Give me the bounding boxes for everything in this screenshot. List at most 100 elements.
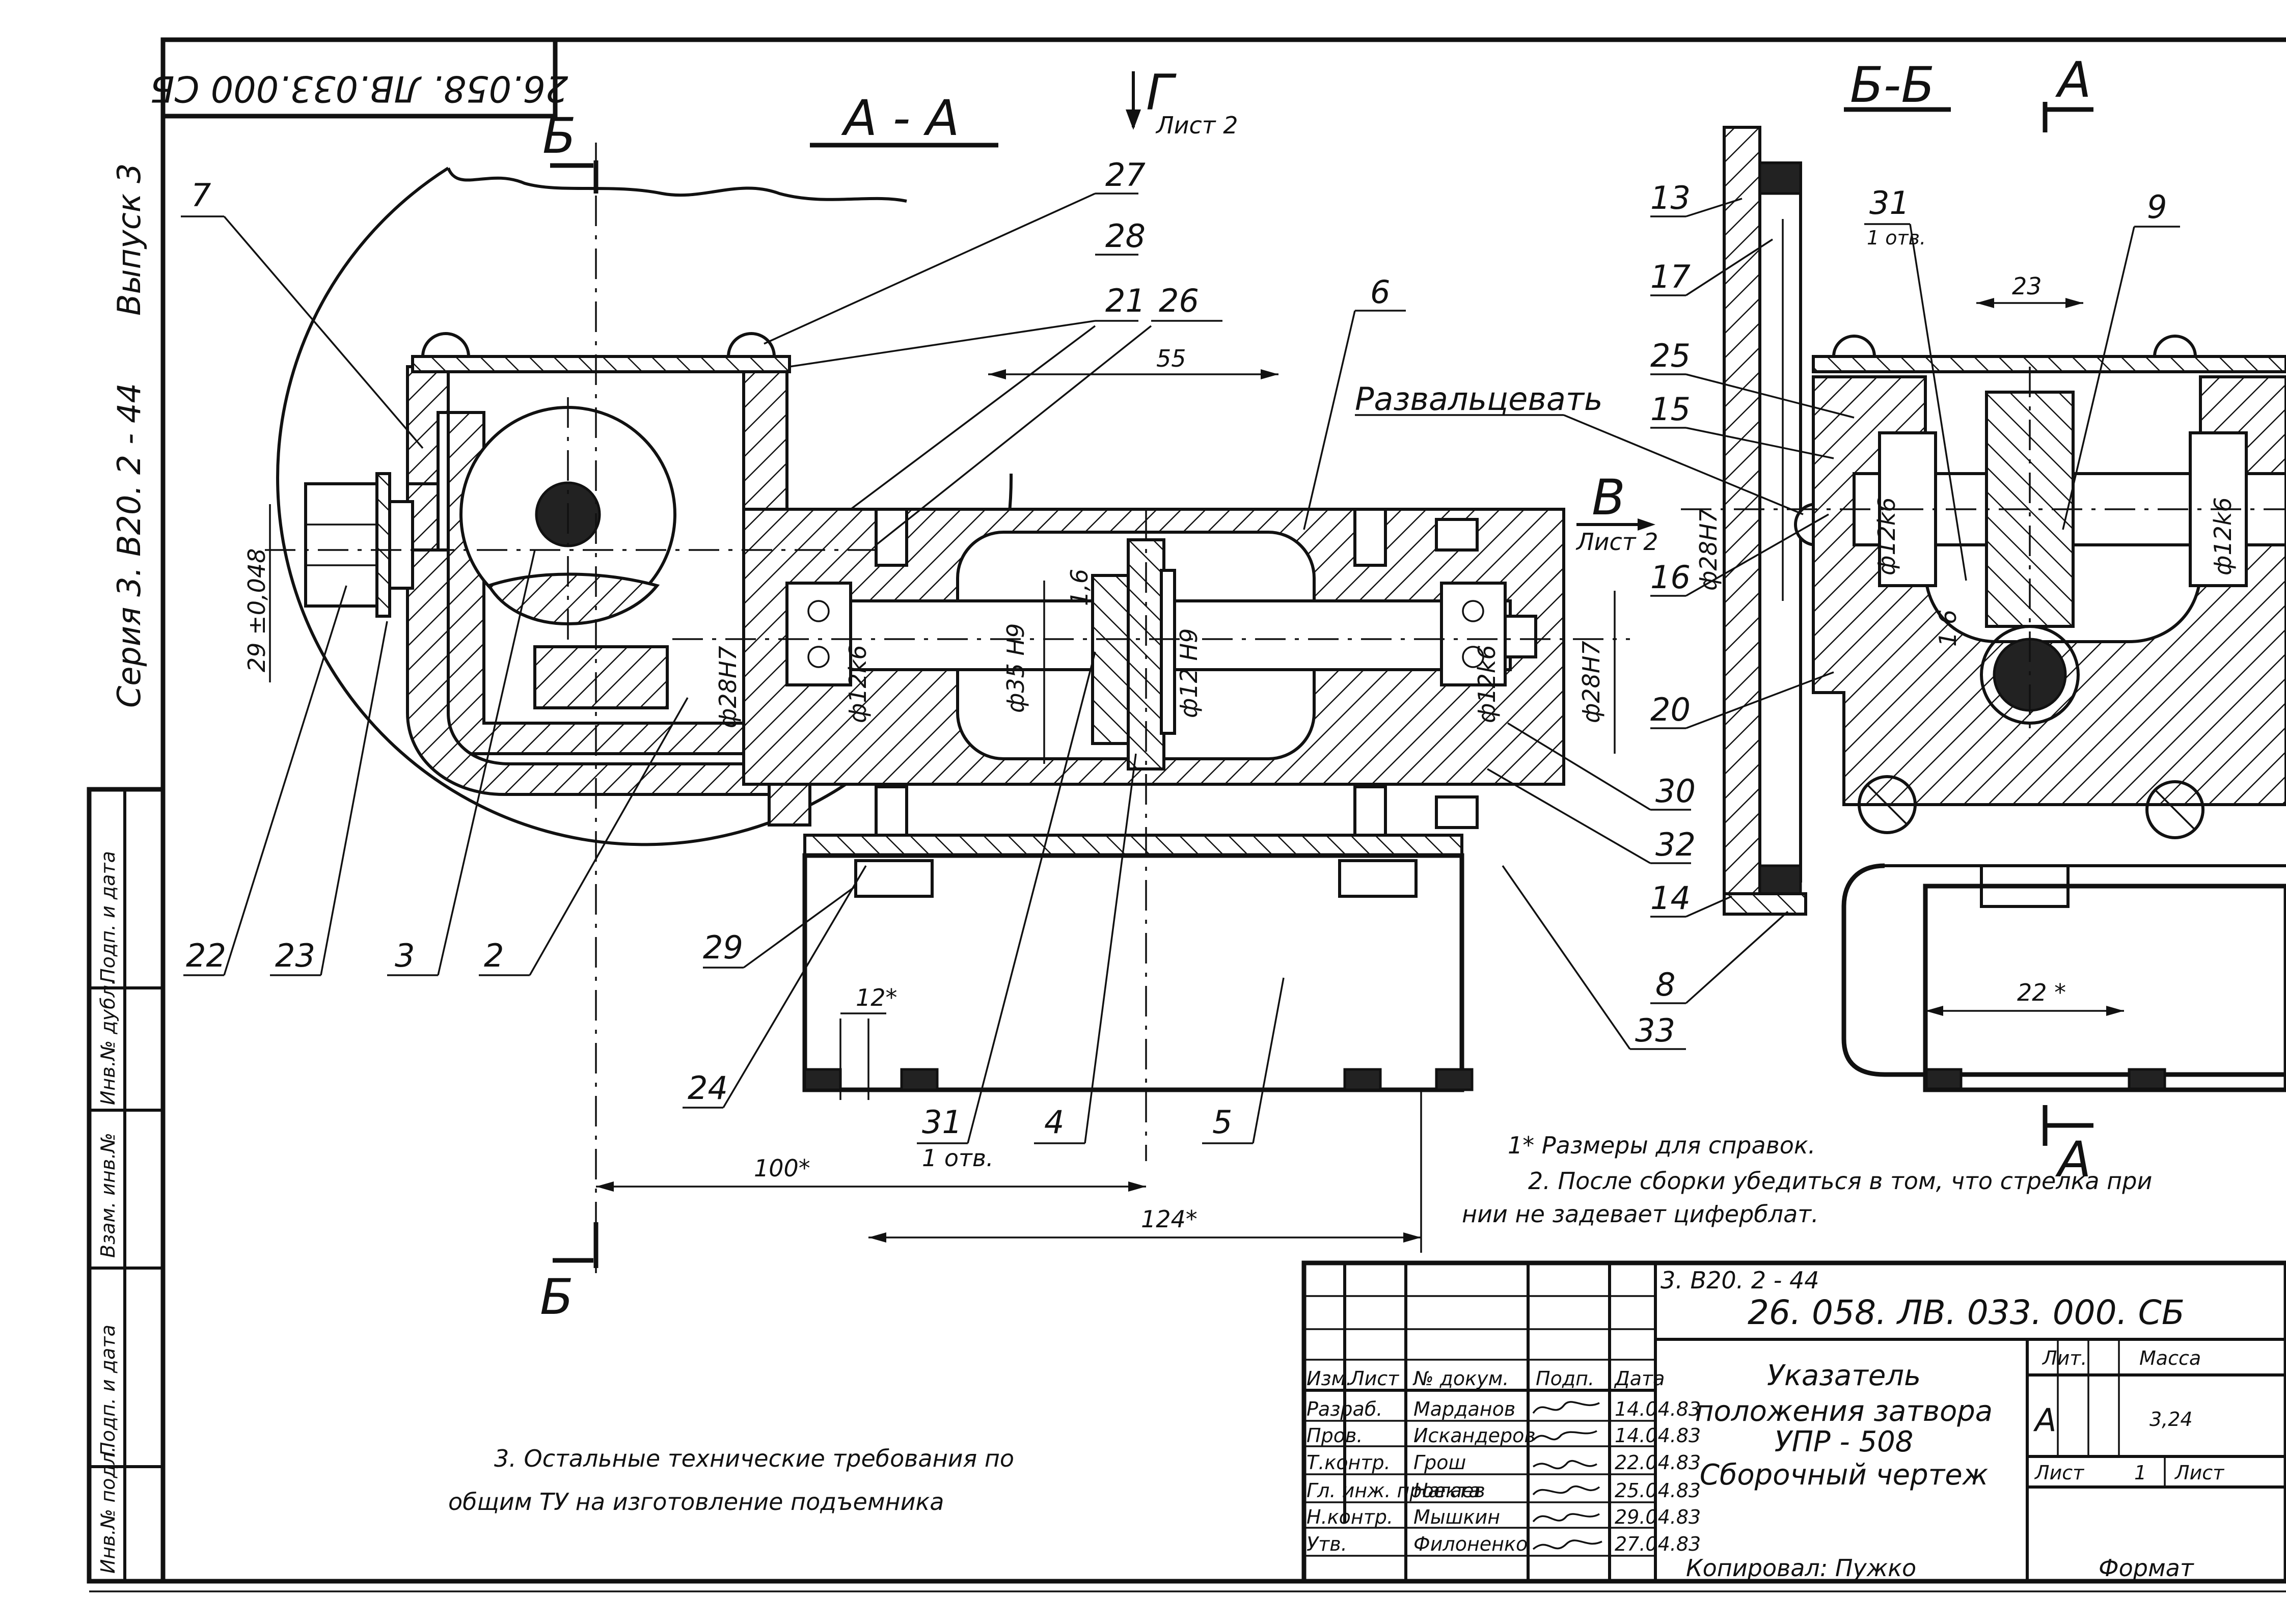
tb-h-date: Дата — [1614, 1367, 1665, 1390]
tb-series-code: 3. В20. 2 - 44 — [1661, 1267, 1819, 1294]
callout-21: 21 — [1105, 282, 1146, 319]
tb-h-list: Лист — [1349, 1367, 1400, 1390]
section-a-mark-bottom: А — [2055, 1131, 2091, 1188]
callout-28: 28 — [1105, 217, 1146, 255]
tb-title-4: Сборочный чертеж — [1700, 1458, 1988, 1492]
tb-sheet-value: 1 — [2134, 1462, 2146, 1484]
callout-27: 27 — [1105, 156, 1146, 194]
side-col-2: Подп. и дата — [97, 1325, 119, 1456]
tb-mass-label: Масса — [2139, 1347, 2201, 1369]
note-2b: нии не задевает циферблат. — [1462, 1200, 1819, 1228]
tb-name-4: Мышкин — [1413, 1506, 1500, 1528]
section-g-ref: Лист 2 — [1155, 112, 1238, 139]
tb-title-2: положения затвора — [1695, 1395, 1993, 1428]
callout-8: 8 — [1655, 966, 1675, 1003]
issue-label: Выпуск 3 — [111, 163, 148, 316]
tb-h-sign: Подп. — [1536, 1367, 1594, 1390]
section-aa-title: А - А — [840, 90, 959, 147]
tb-title-3: УПР - 508 — [1775, 1425, 1914, 1458]
callout-14: 14 — [1650, 879, 1691, 917]
side-col-3: Взам. инв.№ — [97, 1133, 119, 1258]
stamp-top-text: 26.058. ЛВ.033.000 СБ — [150, 68, 568, 109]
callout-25: 25 — [1650, 337, 1691, 374]
callout-16: 16 — [1650, 559, 1691, 596]
callout-30: 30 — [1655, 773, 1696, 810]
dim-29: 29 ±0,048 — [243, 548, 270, 672]
tb-name-2: Грош — [1413, 1451, 1466, 1474]
callout-33: 33 — [1635, 1012, 1675, 1049]
tb-role-2: Т.контр. — [1307, 1451, 1391, 1474]
note-3b: общим ТУ на изготовление подъемника — [448, 1488, 944, 1516]
tb-date-0: 14.04.83 — [1615, 1398, 1701, 1420]
callout-4: 4 — [1044, 1104, 1064, 1141]
tb-sheet-label: Лист — [2034, 1462, 2085, 1484]
dims-bb: 23 ф28Н7 ф12k6 ф12k6 1,6 22 * — [1695, 272, 2237, 1016]
dim-100: 100* — [754, 1154, 810, 1182]
side-column: Инв.№ подл. Подп. и дата Взам. инв.№ Инв… — [87, 787, 166, 1584]
tb-h-doc: № докум. — [1412, 1367, 1509, 1390]
tb-date-3: 25.04.83 — [1615, 1479, 1701, 1502]
callout-9: 9 — [2147, 188, 2167, 226]
tb-lit-label: Лит. — [2042, 1347, 2087, 1369]
tb-date-5: 27.04.83 — [1615, 1533, 1701, 1555]
tb-date-1: 14.04.83 — [1615, 1424, 1701, 1447]
tb-lit-value: А — [2033, 1401, 2056, 1439]
note-1: 1* Размеры для справок. — [1508, 1132, 1815, 1159]
tb-date-4: 29.04.83 — [1615, 1506, 1701, 1528]
section-v-mark: В — [1592, 469, 1625, 526]
dim-22: 22 * — [2017, 979, 2066, 1006]
stamp-top: 26.058. ЛВ.033.000 СБ — [150, 37, 568, 119]
note-3a: 3. Остальные технические требования по — [494, 1445, 1014, 1472]
callout-17: 17 — [1650, 258, 1691, 295]
dim-12k6-c: ф12k6 — [1873, 497, 1900, 575]
callout-22: 22 — [186, 937, 226, 974]
tb-name-3: Нагаев — [1413, 1479, 1485, 1502]
callout-31-b: 31 — [1869, 184, 1910, 222]
callout-29: 29 — [703, 929, 743, 966]
tb-mass-value: 3,24 — [2149, 1408, 2193, 1430]
side-col-4: Инв.№ дубл. — [97, 979, 119, 1105]
sheet-frame — [89, 37, 2286, 1592]
dim-12k6-a: ф12k6 — [844, 645, 872, 723]
callout-24: 24 — [688, 1069, 728, 1107]
series-label: Серия 3. В20. 2 - 44 — [111, 383, 148, 708]
dim-55: 55 — [1156, 345, 1186, 372]
callout-3: 3 — [395, 937, 415, 974]
tb-role-4: Н.контр. — [1307, 1506, 1393, 1528]
signatures — [1532, 1401, 1602, 1550]
callout-26: 26 — [1159, 282, 1199, 319]
callout-7: 7 — [191, 177, 211, 214]
tb-name-1: Искандеров — [1413, 1424, 1536, 1447]
section-g-mark: Г — [1146, 64, 1177, 121]
dim-124: 124* — [1141, 1205, 1198, 1233]
dim-16-b: 1,6 — [1934, 610, 1962, 647]
tb-role-5: Утв. — [1307, 1533, 1347, 1555]
tb-date-2: 22.04.83 — [1615, 1451, 1701, 1474]
dim-12h9: ф12 Н9 — [1175, 628, 1203, 718]
callout-31-a: 31 — [922, 1104, 962, 1141]
dim-23: 23 — [2012, 272, 2042, 300]
callout-1otv-a: 1 отв. — [922, 1144, 994, 1172]
flare-label: Развальцевать — [1355, 380, 1603, 418]
dim-12k6-b: ф12k6 — [1473, 645, 1501, 723]
section-b-mark-top: Б — [542, 107, 576, 164]
side-col-1: Инв.№ подл. — [97, 1446, 119, 1574]
dim-12k6-d: ф12k6 — [2209, 497, 2237, 575]
title-block — [1301, 1260, 2286, 1584]
callout-5: 5 — [1212, 1104, 1232, 1141]
tb-name-5: Филоненко — [1413, 1533, 1528, 1555]
tb-sheets-label: Лист — [2174, 1462, 2225, 1484]
tb-role-1: Пров. — [1307, 1424, 1363, 1447]
dim-12: 12* — [856, 984, 897, 1011]
note-2a: 2. После сборки убедиться в том, что стр… — [1528, 1167, 2152, 1195]
callout-20: 20 — [1650, 691, 1691, 728]
format-label: Формат — [2099, 1554, 2194, 1582]
tb-name-0: Марданов — [1413, 1398, 1515, 1420]
callout-6: 6 — [1370, 273, 1390, 311]
callout-13: 13 — [1650, 179, 1691, 216]
tb-role-3: Гл. инж. проекта — [1307, 1479, 1481, 1502]
dim-35: ф35 Н9 — [1002, 623, 1029, 713]
copied-by: Копировал: Пужко — [1686, 1554, 1916, 1582]
callout-15: 15 — [1650, 391, 1691, 428]
dim-28h7-b: ф28Н7 — [1577, 641, 1605, 723]
